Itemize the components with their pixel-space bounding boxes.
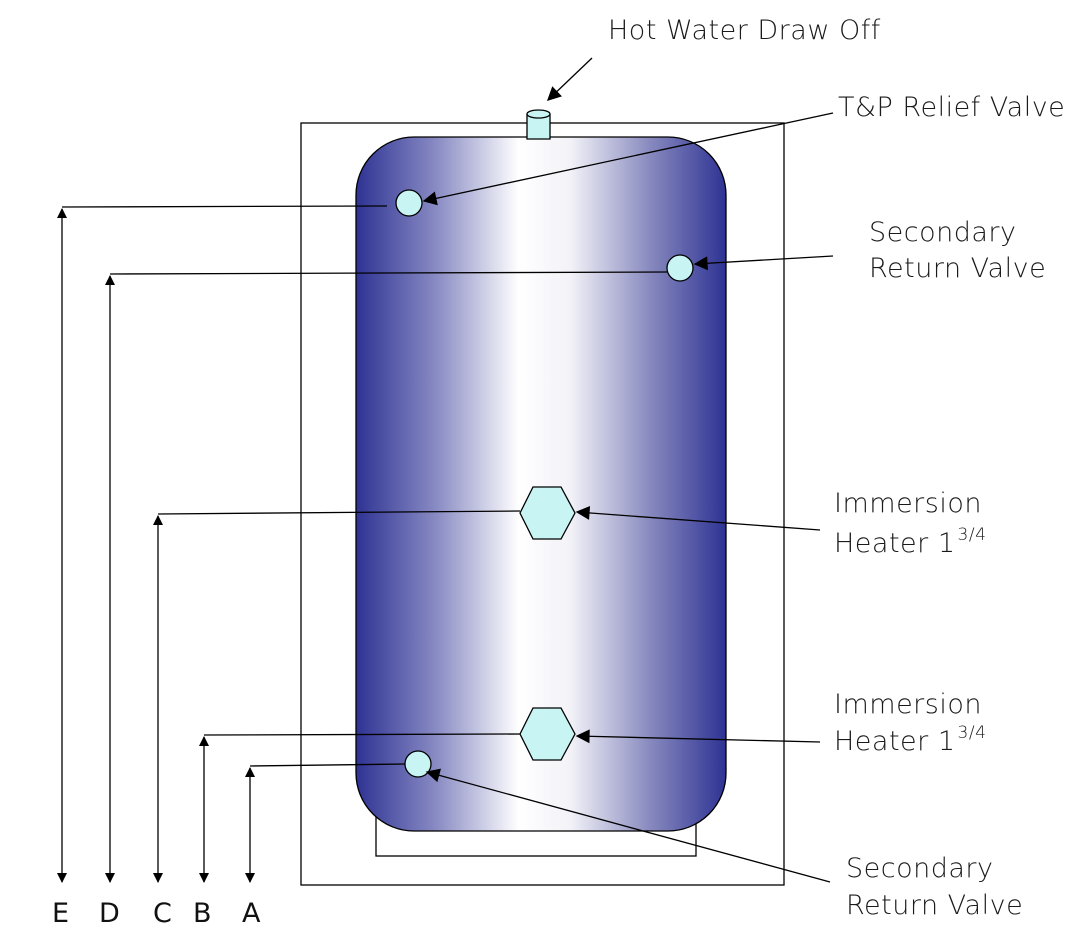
dim-letter-c: C	[153, 898, 172, 929]
dim-e-leader	[61, 205, 388, 208]
dim-d-leader	[109, 271, 668, 275]
dim-b-leader	[203, 733, 521, 736]
secondary-return-bottom-fitting	[404, 750, 432, 778]
hot-water-pipe	[526, 109, 551, 140]
callout-pointers	[422, 57, 834, 883]
immersion-bottom-fraction: 3/4	[958, 723, 987, 743]
label-tp-relief-valve: T&P Relief Valve	[838, 92, 1065, 123]
pointer-hot-water	[546, 57, 593, 101]
label-secondary-return-top-line1: Secondary	[869, 217, 1017, 248]
dim-letter-a: A	[242, 898, 261, 929]
dim-letter-d: D	[99, 898, 120, 929]
immersion-heater-bottom-fitting	[519, 707, 576, 761]
immersion-top-fraction: 3/4	[958, 525, 987, 545]
dim-c-leader	[157, 510, 521, 515]
label-hot-water-draw-off: Hot Water Draw Off	[608, 15, 881, 46]
dimension-lines	[57, 205, 668, 883]
pointer-secondary-return-bottom	[425, 768, 831, 883]
secondary-return-top-fitting	[666, 254, 694, 282]
immersion-top-text: Heater 1	[834, 528, 956, 559]
label-immersion-top-line1: Immersion	[834, 488, 982, 519]
label-secondary-return-bottom-line2: Return Valve	[846, 890, 1023, 921]
immersion-bottom-text: Heater 1	[834, 726, 956, 757]
dim-a-leader	[249, 763, 406, 767]
label-immersion-bottom-line1: Immersion	[834, 689, 982, 720]
pointer-secondary-return-top	[693, 255, 834, 271]
label-secondary-return-bottom-line1: Secondary	[846, 853, 994, 884]
pointer-tp-relief	[422, 112, 834, 206]
pointer-immersion-top	[575, 505, 821, 531]
pointer-immersion-bottom	[575, 729, 821, 744]
label-secondary-return-top-line2: Return Valve	[869, 253, 1046, 284]
tp-relief-fitting	[395, 189, 423, 217]
immersion-heater-top-fitting	[519, 486, 576, 540]
dim-letter-e: E	[52, 898, 69, 929]
dim-letter-b: B	[193, 898, 212, 929]
